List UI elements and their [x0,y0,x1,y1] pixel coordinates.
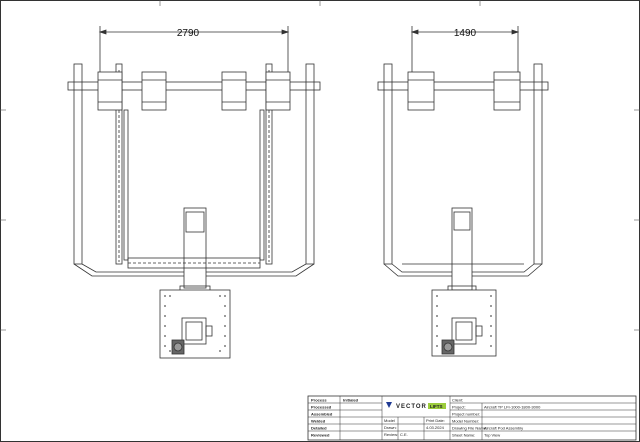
tb-sheet-name-label: Sheet Name: [452,433,475,438]
tb-row-label-2: Assembled [311,412,333,417]
svg-text:VECTOR: VECTOR [396,404,427,410]
tb-print-date-label: Print Date: [426,418,445,423]
left-assembly [67,26,321,359]
svg-text:LIFTS: LIFTS [430,404,443,409]
tb-file-name-value: Aircraft Pod Assembly [484,426,523,431]
tb-row-label-0: Process [311,398,327,403]
tb-row-value-0: Initialed [343,398,359,403]
tb-project-label: Project: [452,405,466,410]
tb-row-label-5: Reviewed [311,433,330,438]
tb-model-label: Model [384,418,395,423]
tb-client-label: Client: [452,398,463,403]
right-pads [407,71,521,111]
tb-review-label: Review: [384,432,398,437]
tb-row-label-1: Processed [311,405,332,410]
tb-row-label-3: Welded [311,419,326,424]
tb-file-name-label: Drawing File Name: [452,426,487,431]
right-dimension-text: 1490 [454,28,477,39]
tb-row-label-4: Detailed [311,426,327,431]
tb-drawn-label: Drawn: [384,425,397,430]
left-dimension-text: 2790 [177,28,200,39]
tb-project-value: Aircraft TP LFI-1000-1800-3000 [484,405,541,410]
company-logo: VECTOR LIFTS [386,402,446,410]
tb-sheet-name-value: Top View [484,433,500,438]
border-ticks [0,0,640,331]
right-assembly [377,26,549,357]
tb-model-number-label: Model Number: [452,419,479,424]
title-block: Process Initialed Processed Assembled We… [307,395,637,441]
tb-review-value: C.E. [400,432,408,437]
left-pads [97,71,291,111]
tb-drawn-value: 4.03.2024 [426,425,445,430]
tb-project-number-label: Project number: [452,412,480,417]
